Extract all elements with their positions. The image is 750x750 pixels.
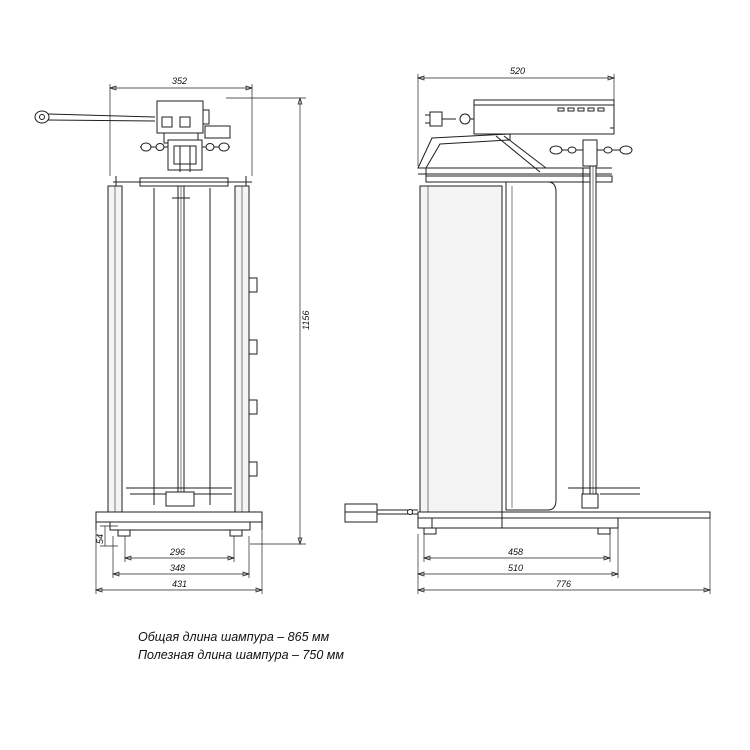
side-power-plug bbox=[425, 111, 474, 127]
front-dimensions: 352 1156 54 296 348 431 bbox=[94, 76, 311, 594]
dim-348-label: 348 bbox=[170, 563, 185, 573]
side-crank-lever bbox=[344, 503, 418, 523]
dim-54-label: 54 bbox=[95, 534, 105, 544]
front-control-knobs bbox=[248, 277, 258, 477]
side-cabinet bbox=[419, 181, 557, 513]
dim-510-label: 510 bbox=[508, 563, 523, 573]
dim-352-label: 352 bbox=[172, 76, 187, 86]
dim-458-label: 458 bbox=[508, 547, 523, 557]
dim-1156-label: 1156 bbox=[301, 311, 311, 330]
side-skewer-knobs bbox=[549, 139, 633, 167]
side-base bbox=[417, 511, 711, 535]
skewer-total-length-note: Общая длина шампура – 865 мм bbox=[138, 630, 330, 644]
side-dimensions: 520 458 510 776 bbox=[416, 66, 712, 594]
front-view bbox=[34, 100, 263, 537]
side-skewer bbox=[568, 165, 640, 509]
side-motor-housing bbox=[473, 99, 615, 135]
side-top-bracket bbox=[417, 133, 612, 178]
side-view bbox=[344, 99, 711, 535]
front-base bbox=[95, 511, 263, 537]
skewer-useful-length-note: Полезная длина шампура – 750 мм bbox=[138, 648, 344, 662]
front-crank-handle bbox=[34, 110, 156, 124]
front-motor-box bbox=[156, 100, 231, 144]
dim-296-label: 296 bbox=[169, 547, 185, 557]
dim-520-label: 520 bbox=[510, 66, 525, 76]
front-bottom-tray bbox=[126, 487, 232, 507]
front-top-holder bbox=[140, 139, 230, 172]
dim-776-label: 776 bbox=[556, 579, 571, 589]
front-top-frame bbox=[113, 176, 252, 187]
front-skewer bbox=[153, 185, 211, 507]
dim-431-label: 431 bbox=[172, 579, 187, 589]
